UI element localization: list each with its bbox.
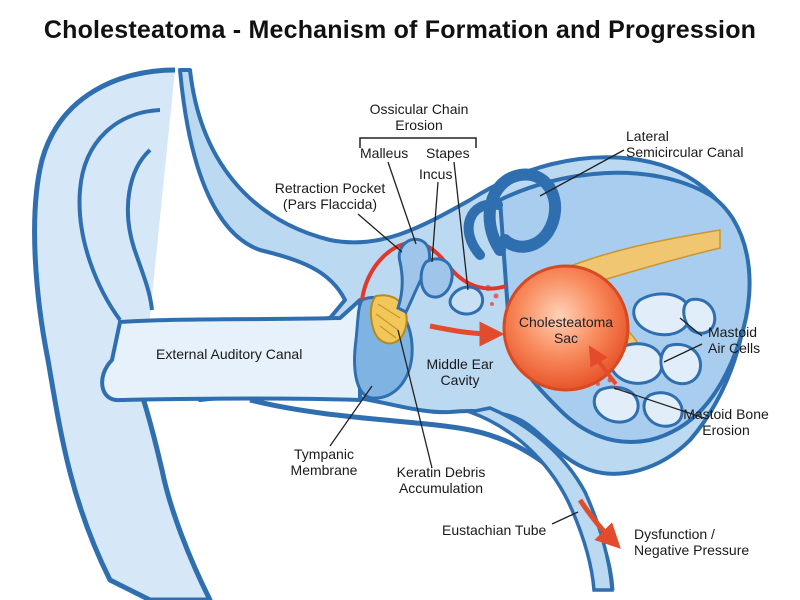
label-malleus: Malleus [360,145,409,161]
incus-shape [419,257,454,299]
label-dysfunction-line1: Dysfunction / [634,526,715,542]
arrow-erosion-up [588,345,618,386]
label-ossicular-chain-line1: Ossicular Chain [369,101,469,117]
label-mastoid-cells-line1: Mastoid [708,324,758,340]
label-middle-ear-line1: Middle Ear [426,356,494,372]
label-sac-line1: Cholesteatoma [518,314,614,330]
label-middle-ear: Middle Ear Cavity [420,356,500,388]
ossicular-bracket [359,137,477,148]
label-incus: Incus [419,166,453,182]
label-keratin-line1: Keratin Debris [396,464,486,480]
label-cholesteatoma-sac: Cholesteatoma Sac [516,314,616,346]
label-ossicular-chain-line2: Erosion [395,117,443,133]
retraction-pocket-curve [360,240,507,301]
pinna-helix-inner [77,108,161,322]
arrow-eustachian [577,498,621,549]
label-keratin-line2: Accumulation [398,480,484,496]
leader-lines [329,149,705,525]
mastoid-air-cells [592,292,717,428]
label-mastoid-erosion-line1: Mastoid Bone [683,406,769,422]
label-retraction-pocket: Retraction Pocket (Pars Flaccida) [270,180,390,212]
label-keratin-debris: Keratin Debris Accumulation [386,464,496,496]
diagram-title: Cholesteatoma - Mechanism of Formation a… [43,16,757,44]
semicircular-canal-2 [463,199,503,260]
arrow-into-sac [429,321,505,347]
label-mastoid-cells: Mastoid Air Cells [708,324,760,356]
label-mastoid-erosion: Mastoid Bone Erosion [676,406,776,438]
label-ossicular-chain: Ossicular Chain Erosion [354,101,484,133]
pinna-antihelix [125,148,154,311]
label-mastoid-erosion-line2: Erosion [702,422,750,438]
label-retraction-pocket-line2: (Pars Flaccida) [282,196,378,212]
label-retraction-pocket-line1: Retraction Pocket [274,180,386,196]
label-mastoid-cells-line2: Air Cells [708,340,761,356]
label-lateral-canal-line2: Semicircular Canal [626,144,744,160]
label-external-canal: External Auditory Canal [156,346,303,362]
eustachian-tube [463,406,614,592]
label-dysfunction-line2: Negative Pressure [634,542,750,558]
label-tympanic-line2: Membrane [290,462,358,478]
keratin-hatch [375,303,401,339]
label-tympanic-membrane: Tympanic Membrane [284,446,364,478]
label-middle-ear-line2: Cavity [440,372,480,388]
label-lateral-canal-line1: Lateral [626,128,669,144]
external-auditory-canal [100,298,362,403]
label-sac-line2: Sac [553,330,579,346]
label-stapes: Stapes [426,145,470,161]
stapes-shape [448,285,485,316]
label-tympanic-line1: Tympanic [294,446,354,462]
label-lateral-canal: Lateral Semicircular Canal [626,128,743,160]
label-dysfunction: Dysfunction / Negative Pressure [634,526,749,558]
label-eustachian-tube: Eustachian Tube [442,522,547,538]
